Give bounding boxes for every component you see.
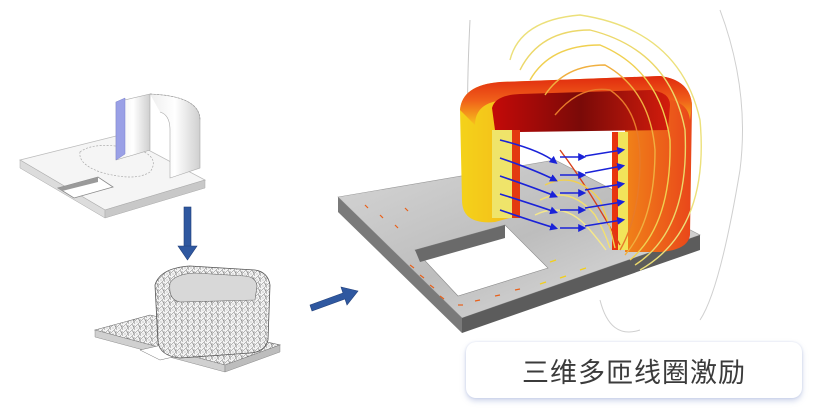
- field-vector-arrows: [499, 139, 626, 232]
- simulation-result: [337, 9, 743, 333]
- flux-streamlines: [509, 14, 702, 271]
- cad-geometry-model: [18, 93, 207, 219]
- down-arrow-icon: [177, 206, 198, 261]
- plate-field-arrows: [364, 204, 521, 306]
- caption-text: 三维多匝线圈激励: [522, 357, 746, 389]
- right-arrow-icon: [309, 286, 359, 312]
- mesh-model: [93, 265, 282, 373]
- caption-box: 三维多匝线圈激励: [466, 342, 802, 398]
